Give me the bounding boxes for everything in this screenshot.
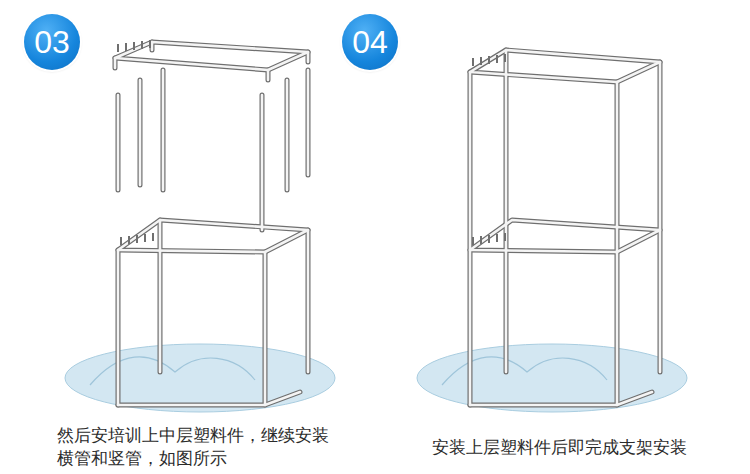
step-caption: 安装上层塑料件后即完成支架安装 (432, 436, 738, 459)
step-caption: 然后安培训上中层塑料件，继续安装 横管和竖管，如图所示 (57, 424, 336, 470)
step-number: 04 (352, 26, 388, 58)
step-number-circle: 04 (342, 14, 398, 70)
step-number-circle: 03 (24, 14, 80, 70)
rack-frame (115, 40, 660, 405)
step-number: 03 (34, 26, 70, 58)
